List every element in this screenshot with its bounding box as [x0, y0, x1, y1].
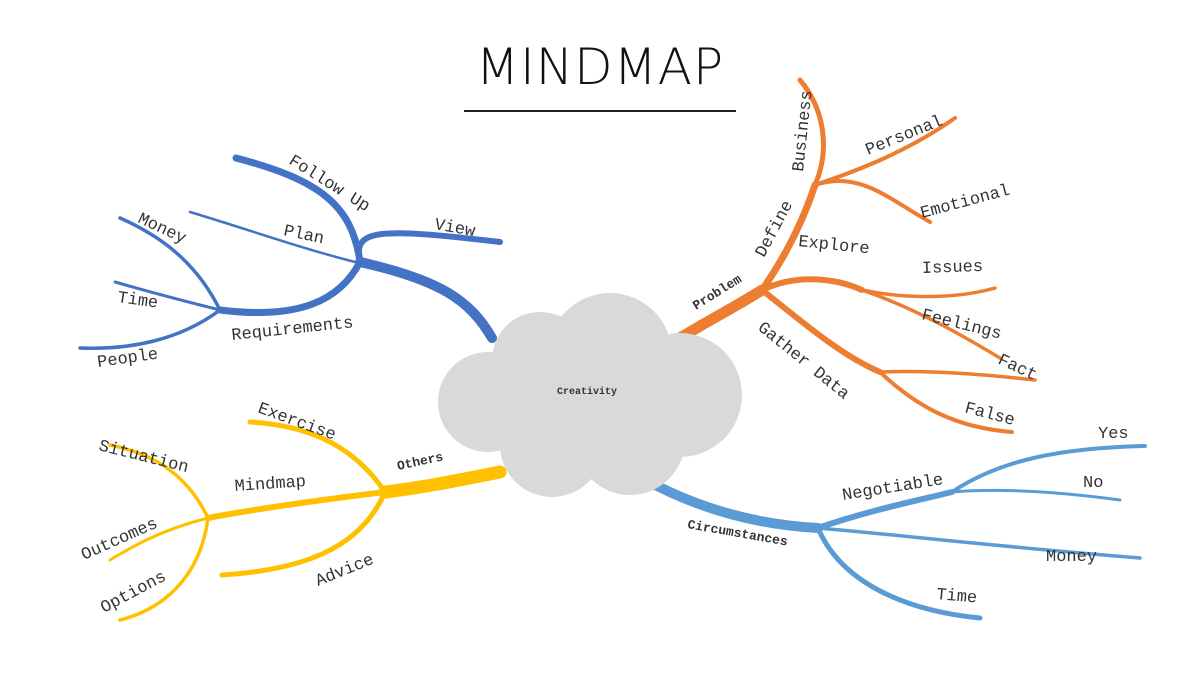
branch-feelings [860, 288, 1002, 360]
branch-outcomes [108, 516, 210, 562]
branch-emotional [813, 179, 932, 224]
label-no: No [1083, 474, 1103, 493]
center-label: Creativity [557, 386, 617, 398]
label-options: Options [98, 568, 170, 618]
branch-top-left [78, 154, 503, 350]
branch-time-left [113, 280, 222, 312]
branch-view [355, 230, 503, 265]
branch-define [758, 181, 819, 294]
branch-time-right [815, 525, 983, 621]
label-fact: Fact [994, 351, 1039, 385]
label-others: Others [396, 449, 445, 473]
title-underline [464, 110, 736, 112]
branch-false [878, 370, 1014, 434]
branch-explore [759, 276, 865, 293]
branch-requirements [216, 258, 364, 317]
label-follow-up: Follow Up [285, 152, 373, 217]
branch-plan [188, 210, 357, 264]
label-requirements: Requirements [231, 314, 355, 346]
label-advice: Advice [313, 551, 377, 592]
label-issues: Issues [922, 258, 984, 279]
branch-advice [219, 489, 388, 578]
label-feelings: Feelings [920, 306, 1004, 344]
label-money-right: Money [1046, 548, 1097, 567]
branch-issues [860, 286, 997, 299]
branch-exercise [247, 419, 388, 495]
branch-negotiable [815, 489, 955, 531]
trunk-bottom-left [378, 465, 507, 499]
branch-situation [108, 443, 210, 520]
branch-bottom-right [637, 444, 1147, 621]
branch-gather-data [759, 287, 883, 375]
label-explore: Explore [797, 233, 870, 259]
branch-top-right [666, 77, 1037, 434]
label-time-right: Time [935, 586, 977, 608]
branch-fact [878, 369, 1037, 382]
branch-bottom-left [108, 419, 507, 622]
label-personal: Personal [863, 112, 946, 160]
label-emotional: Emotional [919, 182, 1013, 224]
trunk-bottom-right [637, 473, 823, 533]
branch-money-right [816, 526, 1142, 560]
branch-no [950, 488, 1122, 502]
branch-options [118, 516, 210, 622]
branch-follow-up [232, 154, 364, 266]
label-negotiable: Negotiable [841, 471, 945, 506]
label-business: Business [790, 89, 817, 172]
label-mindmap: Mindmap [234, 473, 307, 497]
branch-mindmap [205, 489, 388, 521]
branch-business [797, 77, 826, 188]
branch-yes [950, 444, 1147, 494]
label-define: Define [753, 198, 799, 261]
label-gather-data: Gather Data [753, 319, 852, 404]
label-situation: Situation [97, 437, 191, 478]
label-plan: Plan [282, 222, 326, 249]
branch-money [118, 216, 222, 312]
page-title: MINDMAP [475, 38, 725, 96]
branch-people [78, 308, 222, 350]
label-yes: Yes [1098, 425, 1129, 444]
trunk-top-left [355, 257, 497, 343]
center-cloud [438, 293, 742, 497]
